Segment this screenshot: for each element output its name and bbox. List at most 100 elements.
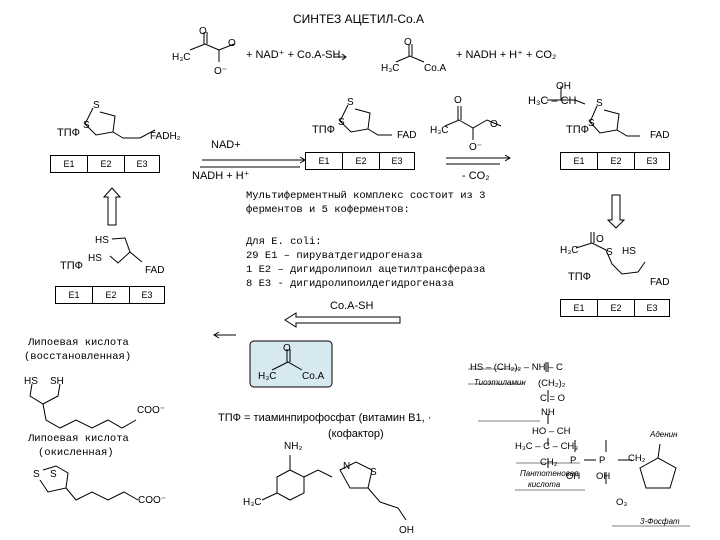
tpf-label: ТПФ [568, 271, 591, 283]
coo-label: COO⁻ [137, 405, 166, 416]
h3c-ch-label: H₃C – CH [528, 95, 577, 107]
coa-label-pant: Пантотеновая [520, 469, 579, 478]
lipoic-reduced-chain [29, 383, 137, 429]
acetyl-Ominus: O⁻ [469, 142, 483, 153]
coa-label-thio: Тиоэтиламин [474, 378, 526, 387]
enzyme-complex-3: E1 E2 E3 [560, 152, 670, 170]
s-label: S [347, 97, 354, 108]
enzyme-e2: E2 [610, 303, 622, 313]
s-label: S [50, 469, 57, 480]
ecoli-line-2: 29 E1 – пируватдегидрогеназа [246, 250, 423, 262]
acetyl-H3C: H₃C [430, 125, 449, 136]
up-hollow-arrow [102, 187, 122, 226]
enzyme-e3: E3 [391, 156, 403, 166]
product-CoA: Co.A [424, 63, 447, 74]
nad-arrow [202, 156, 306, 164]
tpf-label: ТПФ [312, 124, 335, 136]
s-label: S [93, 100, 100, 111]
lipoic-oxidized-title: Липоевая кислота [28, 433, 129, 445]
enzyme-e1: E1 [63, 159, 75, 169]
acyl-S: S [606, 247, 613, 258]
coa-label-acid: кислота [528, 480, 561, 489]
page-title: СИНТЕЗ АЦЕТИЛ-Co.A [293, 12, 424, 26]
enzyme-e3: E3 [136, 159, 148, 169]
fadh2-label: FADH₂ [150, 131, 181, 142]
enzyme-complex-5: E1 E2 E3 [560, 299, 670, 317]
pyr-O: O [199, 26, 207, 37]
pyruvate-bonds [189, 32, 235, 62]
coa-p2: P [599, 455, 606, 466]
complex-line-2: ферментов и 5 коферментов: [246, 204, 410, 216]
enzyme-e2: E2 [355, 156, 367, 166]
hs-label: HS [95, 235, 109, 246]
coa-oh2: OH [596, 471, 611, 482]
acetyl-dihydro-bonds [575, 232, 646, 275]
lipoic-oxidized-sub: (окисленная) [38, 447, 114, 459]
ecoli-line-1: Для E. coli: [246, 236, 322, 248]
enzyme-e2: E2 [105, 290, 117, 300]
coa-label-3p: 3-Фосфат [640, 517, 680, 526]
enzyme-complex-2: E1 E2 E3 [305, 152, 415, 170]
tpp-def-1: ТПФ = тиаминпирофосфат (витамин B1, · [218, 412, 432, 424]
tpp-s: S [370, 467, 377, 478]
complex-line-1: Мультиферментный комплекс состоит из 3 [246, 190, 486, 202]
fad-label: FAD [145, 265, 165, 276]
coa-oh1: OH [566, 471, 581, 482]
coa-po3: O₃ [616, 497, 628, 508]
coa-label-adenine: Аденин [650, 430, 678, 439]
ecoli-line-4: 8 E3 - дигидролипоилдегидрогеназа [246, 278, 454, 290]
tpf-label: ТПФ [57, 127, 80, 139]
enzyme-e1: E1 [318, 156, 330, 166]
hs-label: HS [88, 253, 102, 264]
fad-label: FAD [650, 277, 670, 288]
acetyl-O: O [454, 95, 462, 106]
enzyme-e2: E2 [100, 159, 112, 169]
fad-label: FAD [650, 130, 670, 141]
oh-label: OH [556, 81, 571, 92]
down-hollow-arrow [606, 194, 626, 229]
coa-sh-label: Co.A-SH [330, 300, 374, 312]
tpf-label: ТПФ [60, 260, 83, 272]
co2-arrow [446, 154, 511, 162]
pyr-H3C: H₃C [172, 52, 191, 63]
minus-co2-label: - CO₂ [462, 170, 490, 182]
acetyl-lipoyl-bonds [444, 106, 502, 140]
coa-nh: NH [541, 407, 555, 418]
tpp-oh: OH [399, 525, 414, 536]
enzyme-e3: E3 [646, 156, 658, 166]
tpp-h3c: H₃C [243, 497, 262, 508]
lipoic-reduced-title: Липоевая кислота [28, 337, 129, 349]
pyr-O2: O [228, 38, 236, 49]
hs-label: HS [24, 376, 38, 387]
tpf-label: ТПФ [566, 124, 589, 136]
lipoic-oxidized-chain [39, 465, 139, 501]
coa-struct-line: HS – (CH₂)₂ – NH – C [470, 362, 563, 373]
enzyme-e3: E3 [646, 303, 658, 313]
lipoate-ring-3 [589, 105, 620, 134]
coa-structure [545, 362, 632, 484]
enzyme-complex-1: E1 E2 E3 [50, 155, 160, 173]
s-label: S [33, 469, 40, 480]
tpp-nh2: NH₂ [284, 441, 303, 452]
coa-ch2b: CH₂ [540, 457, 558, 468]
acetyl-O2: O [490, 119, 498, 130]
nadh-label: NADH + H⁺ [192, 170, 250, 182]
ribose-ring [639, 443, 677, 489]
product-O: O [404, 37, 412, 48]
acetyl-product-bonds [395, 44, 425, 63]
ecoli-line-3: 1 E2 – дигидролипоил ацетилтрансфераза [246, 264, 486, 276]
thiamine-pyrimidine [261, 455, 333, 501]
s-label: S [83, 120, 90, 131]
sh-label: SH [50, 376, 64, 387]
reactants-text: + NAD⁺ + Co.A-SH [246, 49, 341, 61]
dihydrolipoate-1 [109, 237, 143, 264]
coa-h3c-c: H₃C – C – CH₃ [515, 441, 579, 452]
enzyme-e1: E1 [68, 290, 80, 300]
lipoate-ring-1 [84, 107, 116, 136]
coa-c-o: C = O [540, 393, 566, 404]
enzyme-e1: E1 [573, 156, 585, 166]
s-label: S [596, 98, 603, 109]
tpp-def-2: (кофактор) [328, 428, 384, 440]
lipoic-reduced-sub: (восстановленная) [24, 351, 132, 363]
